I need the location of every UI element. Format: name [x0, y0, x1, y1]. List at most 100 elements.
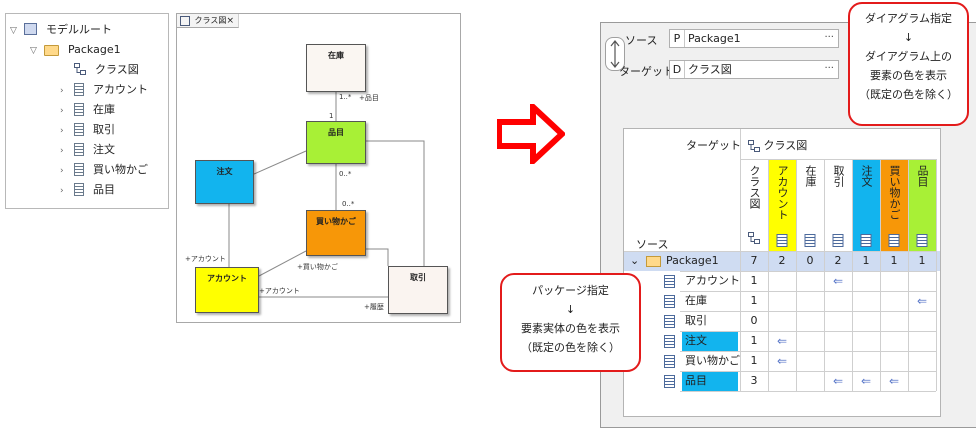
- matrix-cell[interactable]: 2: [834, 254, 842, 267]
- target-field[interactable]: D クラス図 ···: [669, 60, 839, 79]
- role-label: +アカウント: [259, 287, 300, 295]
- matrix-cell[interactable]: 2: [778, 254, 786, 267]
- collapse-arrow-icon[interactable]: ⌄: [630, 254, 640, 267]
- expand-arrow-icon[interactable]: ›: [60, 166, 64, 176]
- tree-item-label: アカウント: [93, 83, 148, 96]
- tree-item-label: Package1: [68, 43, 121, 56]
- matrix-cell[interactable]: 1: [862, 254, 870, 267]
- matrix-column-5[interactable]: 注文: [852, 159, 880, 251]
- relationship-arrow-icon[interactable]: ⇐: [832, 374, 844, 388]
- callout-line: （既定の色を除く）: [521, 341, 620, 354]
- class-node-zaiko[interactable]: 在庫: [306, 44, 366, 92]
- tree-item-kaimono[interactable]: › 買い物かご: [60, 160, 148, 179]
- connector-hinmoku-torihiki: [366, 140, 425, 266]
- matrix-count-cell[interactable]: 3: [750, 374, 758, 387]
- close-icon[interactable]: ×: [226, 16, 234, 26]
- matrix-column-4[interactable]: 取引: [824, 159, 852, 251]
- matrix-count-cell[interactable]: 1: [750, 294, 758, 307]
- matrix-column-7[interactable]: 品目: [908, 159, 936, 251]
- class-icon: [664, 335, 675, 348]
- tree-item-account[interactable]: › アカウント: [60, 80, 148, 99]
- tree-item-label: 買い物かご: [93, 163, 148, 176]
- target-browse-button[interactable]: ···: [824, 63, 834, 74]
- source-field[interactable]: P Package1 ···: [669, 29, 839, 48]
- matrix-row[interactable]: 取引 0: [624, 311, 940, 331]
- matrix-count-cell[interactable]: 0: [750, 314, 758, 327]
- matrix-source-header: ソース: [636, 238, 669, 251]
- role-label: +品目: [359, 94, 379, 102]
- tree-item-class-diagram[interactable]: クラス図: [60, 60, 139, 79]
- expand-arrow-icon[interactable]: ›: [60, 126, 64, 136]
- class-icon: [804, 234, 816, 247]
- matrix-column-3[interactable]: 在庫: [796, 159, 824, 251]
- diagram-connectors: [228, 92, 425, 298]
- matrix-row-package[interactable]: ⌄ Package1 7 2 0 2 1 1 1: [624, 251, 940, 271]
- callout-line: （既定の色を除く）: [859, 88, 958, 101]
- matrix-column-label: 在庫: [804, 165, 817, 187]
- expand-arrow-icon[interactable]: ›: [60, 186, 64, 196]
- matrix-count-cell[interactable]: 1: [750, 334, 758, 347]
- class-diagram-icon: [748, 140, 760, 152]
- matrix-count-cell[interactable]: 1: [750, 274, 758, 287]
- matrix-column-2[interactable]: アカウント: [768, 159, 796, 251]
- tree-item-label: 在庫: [93, 103, 115, 116]
- class-icon: [664, 355, 675, 368]
- tree-item-zaiko[interactable]: › 在庫: [60, 100, 115, 119]
- source-label: ソース: [625, 34, 658, 47]
- relationship-arrow-icon[interactable]: ⇐: [832, 274, 844, 288]
- matrix-row-label: アカウント: [685, 274, 740, 287]
- expand-arrow-icon[interactable]: ›: [60, 106, 64, 116]
- matrix-column-6[interactable]: 買い物かご: [880, 159, 908, 251]
- grid-line: [796, 159, 797, 391]
- matrix-row-label: 取引: [685, 314, 707, 327]
- tree-item-package1[interactable]: ▽ Package1: [30, 40, 121, 59]
- relationship-arrow-icon[interactable]: ⇐: [916, 294, 928, 308]
- expand-arrow-icon[interactable]: ›: [60, 146, 64, 156]
- callout-line: 要素の色を表示: [870, 69, 947, 82]
- matrix-cell[interactable]: 0: [806, 254, 814, 267]
- matrix-column-1[interactable]: クラス図: [740, 159, 768, 251]
- swap-source-target-button[interactable]: [605, 37, 625, 71]
- callout-line: ↓: [903, 31, 914, 44]
- matrix-row-label: Package1: [666, 254, 719, 267]
- matrix-cell[interactable]: 1: [890, 254, 898, 267]
- relationship-arrow-icon[interactable]: ⇐: [860, 374, 872, 388]
- tree-item-hinmoku[interactable]: › 品目: [60, 180, 115, 199]
- grid-line: [768, 159, 769, 391]
- relationship-arrow-icon[interactable]: ⇐: [776, 334, 788, 348]
- class-icon: [73, 122, 84, 136]
- tab-class-diagram[interactable]: クラス図 ×: [177, 14, 239, 28]
- grid-line: [908, 159, 909, 391]
- relationship-arrow-icon[interactable]: ⇐: [888, 374, 900, 388]
- matrix-count-cell[interactable]: 1: [750, 354, 758, 367]
- class-node-name: 注文: [216, 167, 233, 176]
- expand-arrow-icon[interactable]: ›: [60, 86, 64, 96]
- matrix-row[interactable]: 在庫 1 ⇐: [624, 291, 940, 311]
- tree-item-torihiki[interactable]: › 取引: [60, 120, 115, 139]
- class-icon: [832, 234, 844, 247]
- matrix-cell[interactable]: 1: [918, 254, 926, 267]
- class-icon: [73, 182, 84, 196]
- tree-item-model-root[interactable]: ▽ モデルルート: [10, 20, 112, 39]
- grid-line: [624, 251, 936, 252]
- relationship-arrow-icon[interactable]: ⇐: [776, 354, 788, 368]
- class-node-account[interactable]: アカウント: [195, 267, 259, 313]
- connector-chumon-hinmoku: [253, 150, 307, 175]
- source-browse-button[interactable]: ···: [824, 32, 834, 43]
- collapse-arrow-icon[interactable]: ▽: [30, 46, 37, 56]
- class-node-kaimono[interactable]: 買い物かご: [306, 210, 366, 256]
- matrix-row-label: 在庫: [685, 294, 707, 307]
- class-icon: [73, 142, 84, 156]
- grid-line: [824, 159, 825, 391]
- class-node-chumon[interactable]: 注文: [195, 160, 254, 204]
- collapse-arrow-icon[interactable]: ▽: [10, 26, 17, 36]
- class-node-torihiki[interactable]: 取引: [388, 266, 448, 314]
- tree-item-chumon[interactable]: › 注文: [60, 140, 115, 159]
- matrix-cell[interactable]: 7: [750, 254, 758, 267]
- matrix-row[interactable]: アカウント 1 ⇐: [624, 271, 940, 291]
- class-node-hinmoku[interactable]: 品目: [306, 121, 366, 164]
- matrix-target-diagram: クラス図: [748, 137, 807, 153]
